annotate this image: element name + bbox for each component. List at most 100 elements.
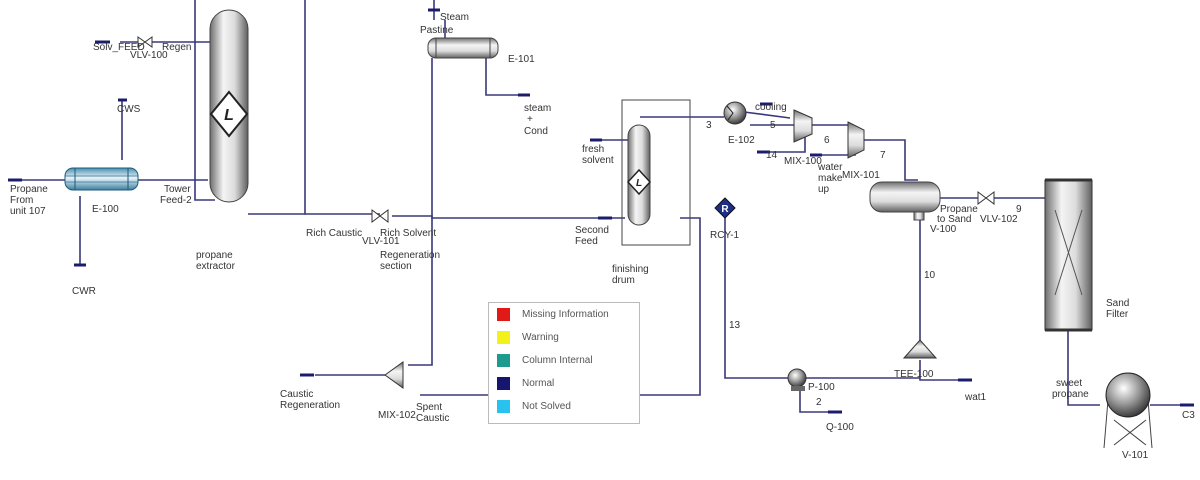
label-sand-2: Filter bbox=[1106, 309, 1129, 320]
legend-label: Missing Information bbox=[522, 309, 609, 320]
label-regen-section-2: section bbox=[380, 261, 412, 272]
label-sand-1: Sand bbox=[1106, 298, 1129, 309]
mix101-mixer[interactable] bbox=[847, 121, 865, 159]
label-stream-9: 9 bbox=[1016, 204, 1022, 215]
label-caustic-regen-2: Regeneration bbox=[280, 400, 340, 411]
label-v101: V-101 bbox=[1122, 450, 1149, 461]
v100-separator[interactable] bbox=[869, 181, 941, 221]
label-stream-7: 7 bbox=[880, 150, 886, 161]
legend-swatch bbox=[497, 331, 510, 344]
label-stream-14: 14 bbox=[766, 150, 778, 161]
legend-swatch bbox=[497, 400, 510, 413]
stream-lines bbox=[20, 0, 1185, 413]
label-steam-cond-3: Cond bbox=[524, 126, 548, 137]
label-caustic-regen-1: Caustic bbox=[280, 389, 313, 400]
label-vlv101: VLV-101 bbox=[362, 236, 400, 247]
label-water-3: up bbox=[818, 184, 830, 195]
label-finishing-2: drum bbox=[612, 275, 635, 286]
label-stream-6: 6 bbox=[824, 135, 830, 146]
vlv101-valve[interactable] bbox=[371, 209, 389, 223]
p100-pump[interactable] bbox=[787, 368, 807, 391]
e101-heater[interactable] bbox=[427, 37, 499, 59]
label-cws: CWS bbox=[117, 104, 141, 115]
finishing-drum-L-label: L bbox=[636, 178, 642, 189]
mix100-mixer[interactable] bbox=[793, 109, 813, 143]
label-extractor-1: propane bbox=[196, 250, 233, 261]
label-extractor-2: extractor bbox=[196, 261, 236, 272]
legend-swatch bbox=[497, 377, 510, 390]
legend-label: Not Solved bbox=[522, 401, 571, 412]
label-propane-from-1: Propane bbox=[10, 184, 48, 195]
vlv100-valve[interactable] bbox=[137, 36, 153, 48]
column-L-label: L bbox=[224, 107, 234, 124]
tee100-splitter[interactable] bbox=[902, 339, 938, 359]
label-vlv100: VLV-100 bbox=[130, 50, 168, 61]
legend-label: Column Internal bbox=[522, 355, 593, 366]
rcy-R-label: R bbox=[721, 204, 729, 215]
label-water-1: water bbox=[817, 162, 843, 173]
label-e102: E-102 bbox=[728, 135, 755, 146]
vlv102-valve[interactable] bbox=[977, 191, 995, 205]
label-cooling: cooling bbox=[755, 102, 787, 113]
label-mix100: MIX-100 bbox=[784, 156, 822, 167]
legend-item: Normal bbox=[489, 372, 639, 395]
label-stream-2: 2 bbox=[816, 397, 822, 408]
legend-item: Not Solved bbox=[489, 395, 639, 418]
legend-swatch bbox=[497, 354, 510, 367]
label-steam-cond-2: + bbox=[527, 114, 533, 125]
label-fresh-1: fresh bbox=[582, 144, 604, 155]
label-fresh-2: solvent bbox=[582, 155, 614, 166]
label-p100: P-100 bbox=[808, 382, 835, 393]
label-pastine: Pastine bbox=[420, 25, 454, 36]
label-propane-sand-1: Propane bbox=[940, 204, 978, 215]
label-e101: E-101 bbox=[508, 54, 535, 65]
e100-heat-exchanger[interactable] bbox=[64, 167, 139, 191]
label-mix101: MIX-101 bbox=[842, 170, 880, 181]
v101-sphere-tank[interactable] bbox=[1103, 372, 1153, 449]
label-q100: Q-100 bbox=[826, 422, 854, 433]
label-regen: Regen bbox=[162, 42, 191, 53]
label-sweet-2: propane bbox=[1052, 389, 1089, 400]
label-propane-from-3: unit 107 bbox=[10, 206, 46, 217]
label-vlv102: VLV-102 bbox=[980, 214, 1018, 225]
label-tower: Tower bbox=[164, 184, 191, 195]
label-water-2: make bbox=[818, 173, 843, 184]
label-stream-3: 3 bbox=[706, 120, 712, 131]
column-internal-icon bbox=[626, 168, 652, 196]
label-cwr: CWR bbox=[72, 286, 96, 297]
finishing-drum-boundary bbox=[621, 99, 691, 246]
finishing-drum[interactable]: L bbox=[626, 124, 652, 226]
label-steam-top: Steam bbox=[440, 12, 469, 23]
column-internal-icon bbox=[209, 90, 249, 138]
label-rich-caustic: Rich Caustic bbox=[306, 228, 362, 239]
mix102-mixer[interactable] bbox=[384, 361, 404, 389]
label-stream-13: 13 bbox=[729, 320, 741, 331]
sand-filter[interactable] bbox=[1044, 178, 1093, 332]
legend-label: Normal bbox=[522, 378, 555, 389]
legend-swatch bbox=[497, 308, 510, 321]
label-spent-2: Caustic bbox=[416, 413, 449, 424]
label-spent-1: Spent bbox=[416, 402, 442, 413]
label-regen-section-1: Regeneration bbox=[380, 250, 440, 261]
label-tee100: TEE-100 bbox=[894, 369, 934, 380]
legend-item: Missing Information bbox=[489, 303, 639, 326]
label-steam-cond-1: steam bbox=[524, 103, 551, 114]
label-second-1: Second bbox=[575, 225, 609, 236]
rcy1-recycle[interactable]: R bbox=[714, 197, 736, 219]
label-finishing-1: finishing bbox=[612, 264, 649, 275]
label-solv-feed: Solv_FEED bbox=[93, 42, 145, 53]
e102-cooler[interactable] bbox=[723, 101, 747, 125]
label-mix102: MIX-102 bbox=[378, 410, 416, 421]
label-propane-sand-2: to Sand bbox=[937, 214, 971, 225]
diagram-labels: Solv_FEED VLV-100 Regen CWS Propane From… bbox=[10, 12, 1195, 461]
label-rich-solvent: Rich Solvent bbox=[380, 228, 436, 239]
label-rcy1: RCY-1 bbox=[710, 230, 740, 241]
label-v100: V-100 bbox=[930, 224, 957, 235]
propane-extractor-column[interactable]: L bbox=[209, 9, 249, 203]
legend-item: Warning bbox=[489, 326, 639, 349]
label-wat1: wat1 bbox=[964, 392, 987, 403]
legend-label: Warning bbox=[522, 332, 559, 343]
legend-item: Column Internal bbox=[489, 349, 639, 372]
